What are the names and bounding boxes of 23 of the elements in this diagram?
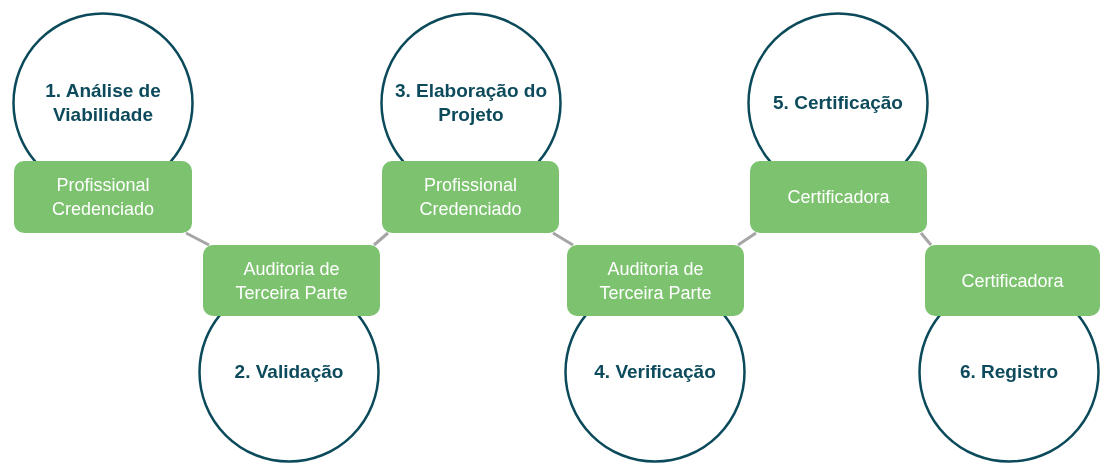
role-box	[750, 161, 927, 233]
step-title: 1. Análise de Viabilidade	[44, 79, 162, 127]
role-box	[382, 161, 559, 233]
connector-line	[373, 231, 389, 247]
step-title: 6. Registro	[958, 360, 1060, 384]
connector-line	[185, 231, 210, 247]
role-box	[14, 161, 192, 233]
role-box	[925, 245, 1100, 316]
step-title: 3. Elaboração do Projeto	[393, 79, 548, 127]
connector-line	[919, 232, 933, 246]
role-label: Certificadora	[786, 186, 891, 209]
connector-line	[552, 231, 574, 247]
role-label: Certificadora	[960, 269, 1065, 293]
role-label: Auditoria de Terceira Parte	[598, 257, 713, 305]
connector-line	[737, 231, 757, 247]
role-label: Profissional Credenciado	[418, 174, 523, 221]
step-title: 2. Validação	[233, 360, 345, 384]
step-title: 5. Certificação	[772, 91, 904, 115]
role-label: Auditoria de Terceira Parte	[234, 257, 349, 305]
step-title: 4. Verificação	[593, 360, 717, 384]
role-box	[567, 245, 744, 316]
role-box	[203, 245, 380, 316]
role-label: Profissional Credenciado	[50, 174, 156, 221]
